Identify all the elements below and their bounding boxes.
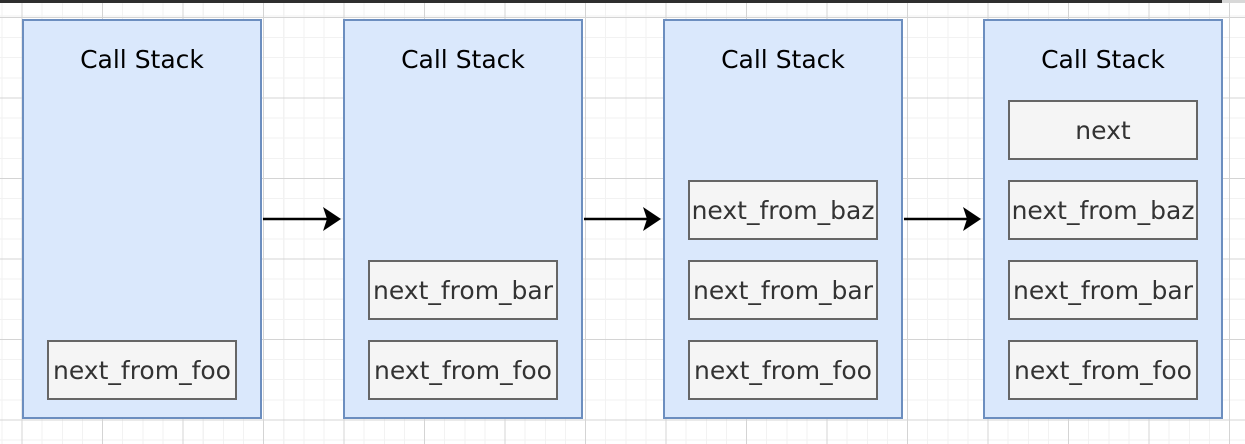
frame-label: next_from_foo	[1014, 355, 1192, 385]
stack-frame[interactable]: next_from_baz	[688, 180, 878, 240]
top-edge-bar	[0, 0, 1222, 3]
stack-frame[interactable]: next_from_foo	[1008, 340, 1198, 400]
frame-label: next_from_foo	[374, 355, 552, 385]
arrow-connector-2[interactable]	[584, 207, 661, 231]
panel-title: Call Stack	[721, 45, 845, 74]
frame-label: next_from_baz	[1011, 195, 1195, 225]
top-edge-bar-right	[1222, 0, 1245, 3]
stack-frame[interactable]: next	[1008, 100, 1198, 160]
panel-title: Call Stack	[1041, 45, 1165, 74]
frame-label: next	[1075, 115, 1131, 145]
stack-frame[interactable]: next_from_foo	[368, 340, 558, 400]
frame-stack: next_from_baz next_from_bar next_from_fo…	[665, 21, 901, 417]
frame-stack: next_from_bar next_from_foo	[345, 21, 581, 417]
stack-frame[interactable]: next_from_foo	[47, 340, 237, 400]
stack-frame[interactable]: next_from_baz	[1008, 180, 1198, 240]
frame-label: next_from_foo	[53, 355, 231, 385]
frame-label: next_from_foo	[694, 355, 872, 385]
call-stack-panel-3[interactable]: Call Stack next_from_baz next_from_bar n…	[663, 19, 903, 419]
arrow-connector-1[interactable]	[263, 207, 341, 231]
stack-frame[interactable]: next_from_foo	[688, 340, 878, 400]
frame-label: next_from_baz	[691, 195, 875, 225]
call-stack-panel-2[interactable]: Call Stack next_from_bar next_from_foo	[343, 19, 583, 419]
panel-title: Call Stack	[401, 45, 525, 74]
panel-title: Call Stack	[80, 45, 204, 74]
frame-label: next_from_bar	[692, 275, 874, 305]
stack-frame[interactable]: next_from_bar	[1008, 260, 1198, 320]
stack-frame[interactable]: next_from_bar	[368, 260, 558, 320]
frame-stack: next_from_foo	[24, 21, 260, 417]
call-stack-panel-1[interactable]: Call Stack next_from_foo	[22, 19, 262, 419]
frame-label: next_from_bar	[1012, 275, 1194, 305]
stack-frame[interactable]: next_from_bar	[688, 260, 878, 320]
frame-label: next_from_bar	[372, 275, 554, 305]
arrow-connector-3[interactable]	[904, 207, 981, 231]
call-stack-panel-4[interactable]: Call Stack next next_from_baz next_from_…	[983, 19, 1223, 419]
frame-stack: next next_from_baz next_from_bar next_fr…	[985, 21, 1221, 417]
